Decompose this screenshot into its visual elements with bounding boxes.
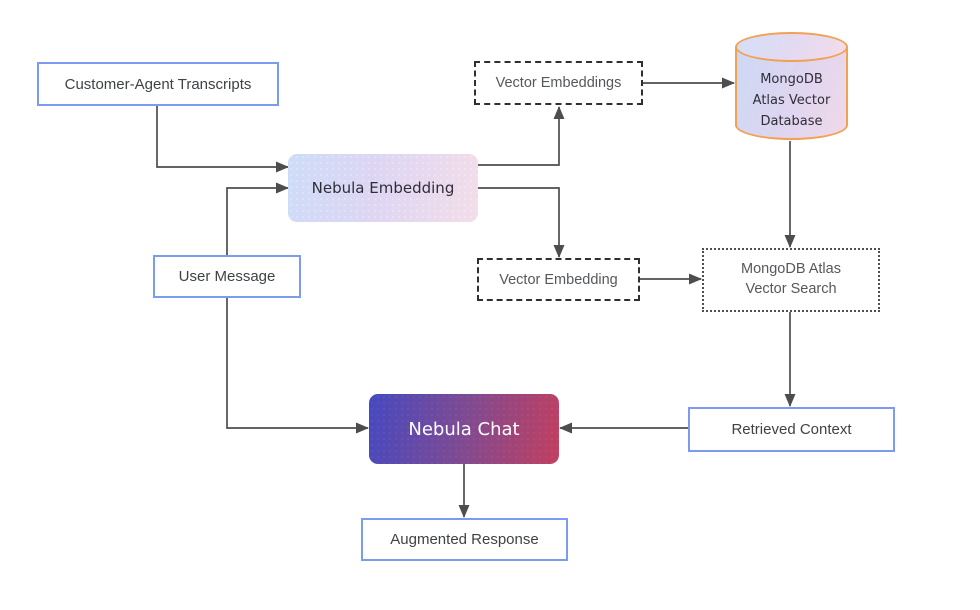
- edge-user-message-to-nebula-chat: [226, 298, 369, 434]
- node-label: User Message: [178, 268, 276, 285]
- node-label-line: Database: [760, 113, 823, 129]
- node-label: Augmented Response: [390, 531, 539, 548]
- node-label: Nebula Chat: [408, 418, 520, 440]
- node-label: MongoDB Atlas Vector Database: [735, 70, 848, 132]
- node-nebula-chat: Nebula Chat: [369, 394, 559, 464]
- node-label: Nebula Embedding: [311, 179, 455, 197]
- edge-nebula-embedding-to-vector-embedding: [478, 187, 565, 258]
- node-label-line: MongoDB Atlas: [741, 261, 841, 278]
- node-label: Retrieved Context: [731, 421, 852, 438]
- node-label: Vector Embedding: [499, 271, 618, 288]
- node-vector-embeddings: Vector Embeddings: [474, 61, 643, 105]
- node-customer-agent-transcripts: Customer-Agent Transcripts: [37, 62, 279, 106]
- edge-user-message-to-nebula-embedding: [226, 182, 289, 255]
- edge-nebula-embedding-to-vector-embeddings: [478, 106, 565, 166]
- node-user-message: User Message: [153, 255, 301, 298]
- node-label: Vector Embeddings: [495, 75, 622, 91]
- database-cylinder-body: [735, 47, 848, 140]
- node-mongodb-atlas-vector-search: MongoDB Atlas Vector Search: [702, 248, 880, 312]
- edge-transcripts-to-nebula-embedding: [156, 106, 289, 173]
- node-augmented-response: Augmented Response: [361, 518, 568, 561]
- node-vector-embedding: Vector Embedding: [477, 258, 640, 301]
- node-label-line: Vector Search: [745, 281, 837, 297]
- node-label-line: Atlas Vector: [752, 92, 831, 108]
- database-cylinder-top: [735, 32, 848, 62]
- node-label-line: MongoDB: [760, 72, 823, 87]
- node-mongodb-atlas-vector-database: MongoDB Atlas Vector Database: [735, 32, 848, 140]
- node-nebula-embedding: Nebula Embedding: [288, 154, 478, 222]
- node-retrieved-context: Retrieved Context: [688, 407, 895, 452]
- node-label: Customer-Agent Transcripts: [64, 75, 252, 93]
